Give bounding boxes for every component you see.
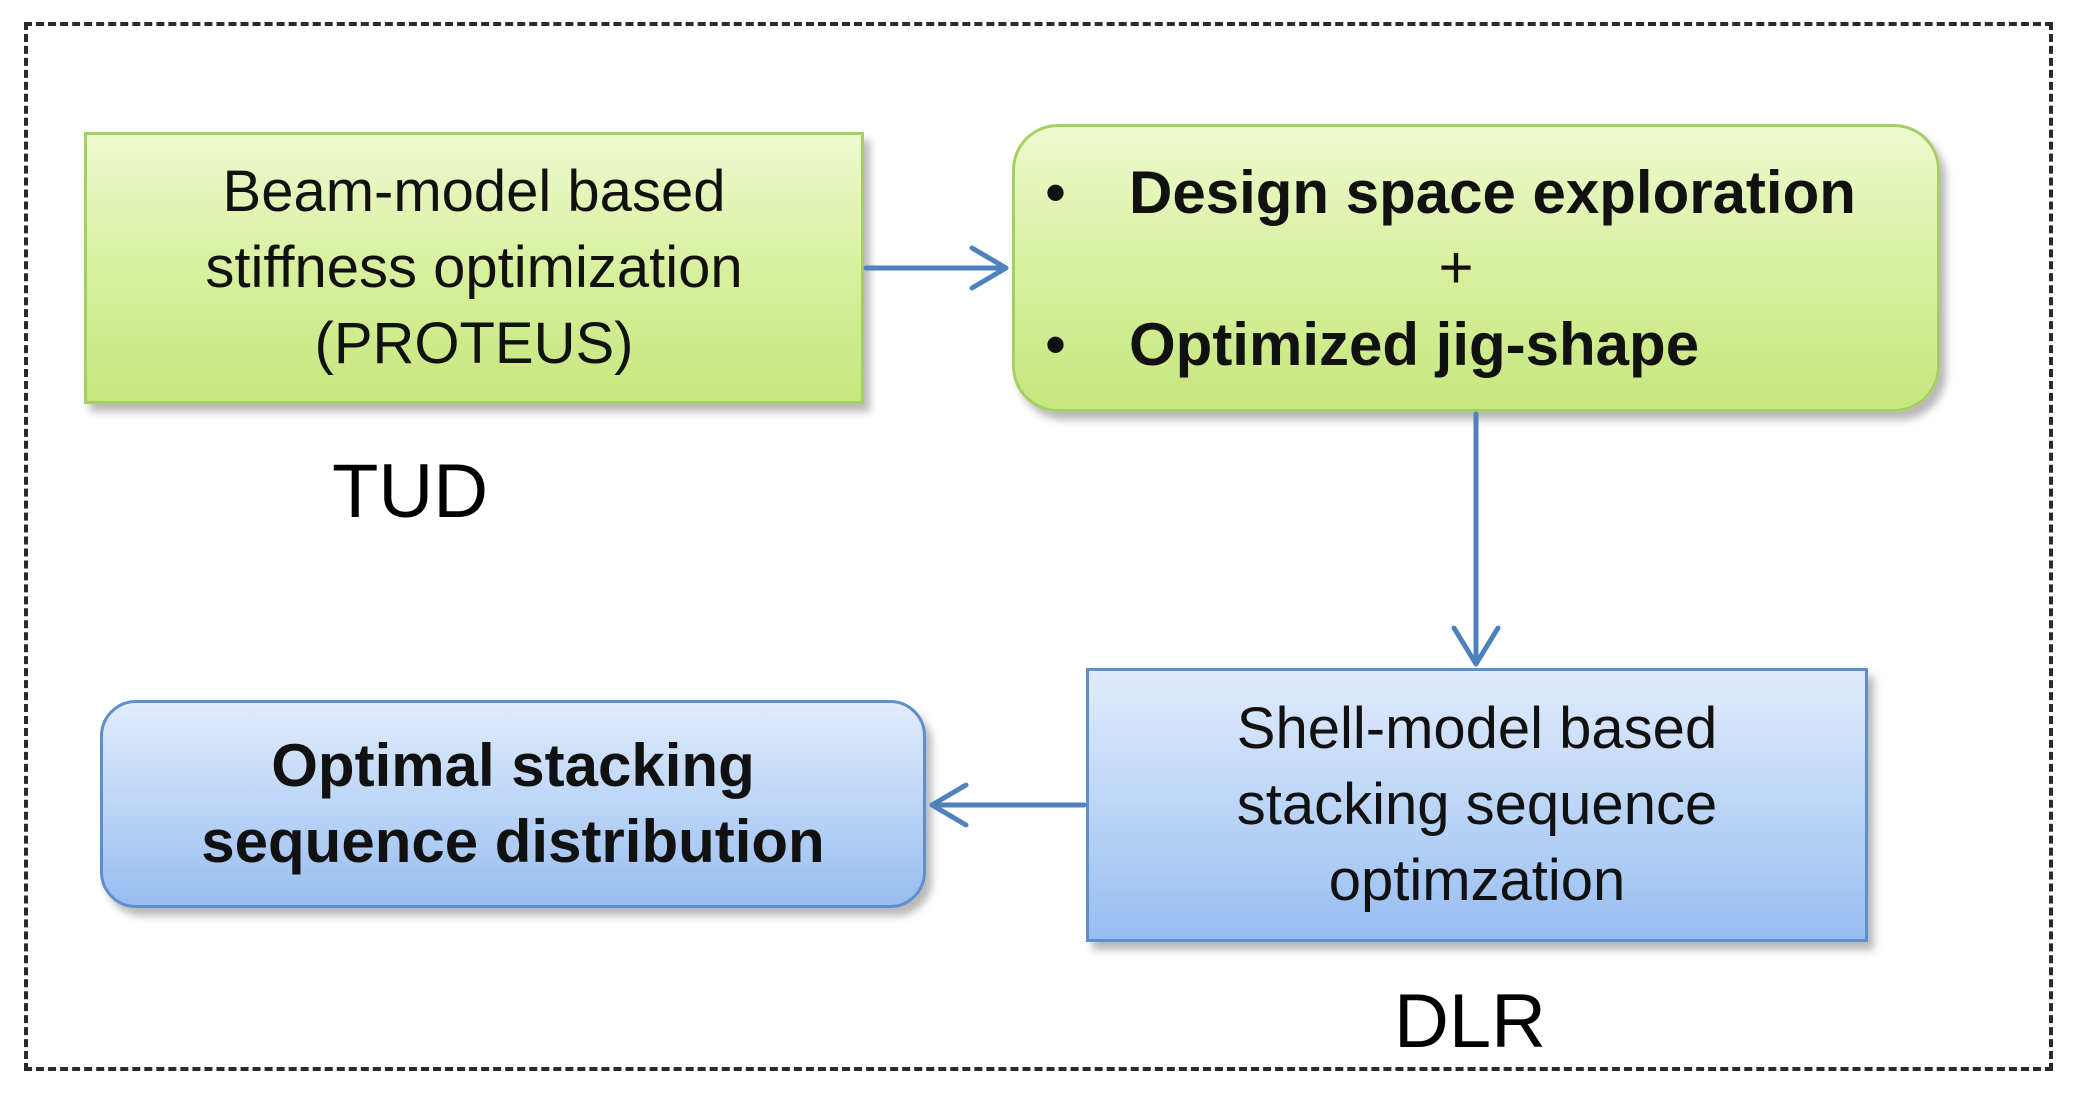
tud-label: TUD [332,449,489,534]
proteus-line-1: Beam-model based [222,159,726,224]
shell-line-2: stacking sequence [1236,772,1718,837]
design-item-2-text: Optimized jig-shape [1129,310,1700,378]
dashed-frame [24,22,2053,1071]
optimal-distribution-box: Optimal stacking sequence distribution [100,700,926,908]
design-item-1-text: Design space exploration [1129,158,1856,226]
plus-sign: + [1438,234,1474,301]
proteus-line-2: stiffness optimization [205,235,743,300]
design-item-2: • Optimized jig-shape [1045,306,1937,382]
optimal-line-2: sequence distribution [201,808,825,875]
bullet-icon: • [1045,158,1067,226]
proteus-box: Beam-model based stiffness optimization … [84,132,864,404]
shell-model-box: Shell-model based stacking sequence opti… [1086,668,1868,942]
shell-line-3: optimzation [1328,848,1626,913]
dlr-label: DLR [1394,979,1547,1064]
proteus-line-3: (PROTEUS) [314,311,634,376]
bullet-icon: • [1045,310,1067,378]
shell-line-1: Shell-model based [1236,696,1718,761]
design-exploration-box: • Design space exploration + • Optimized… [1012,124,1940,412]
design-item-1: • Design space exploration [1045,154,1937,230]
optimal-line-1: Optimal stacking [271,732,755,799]
